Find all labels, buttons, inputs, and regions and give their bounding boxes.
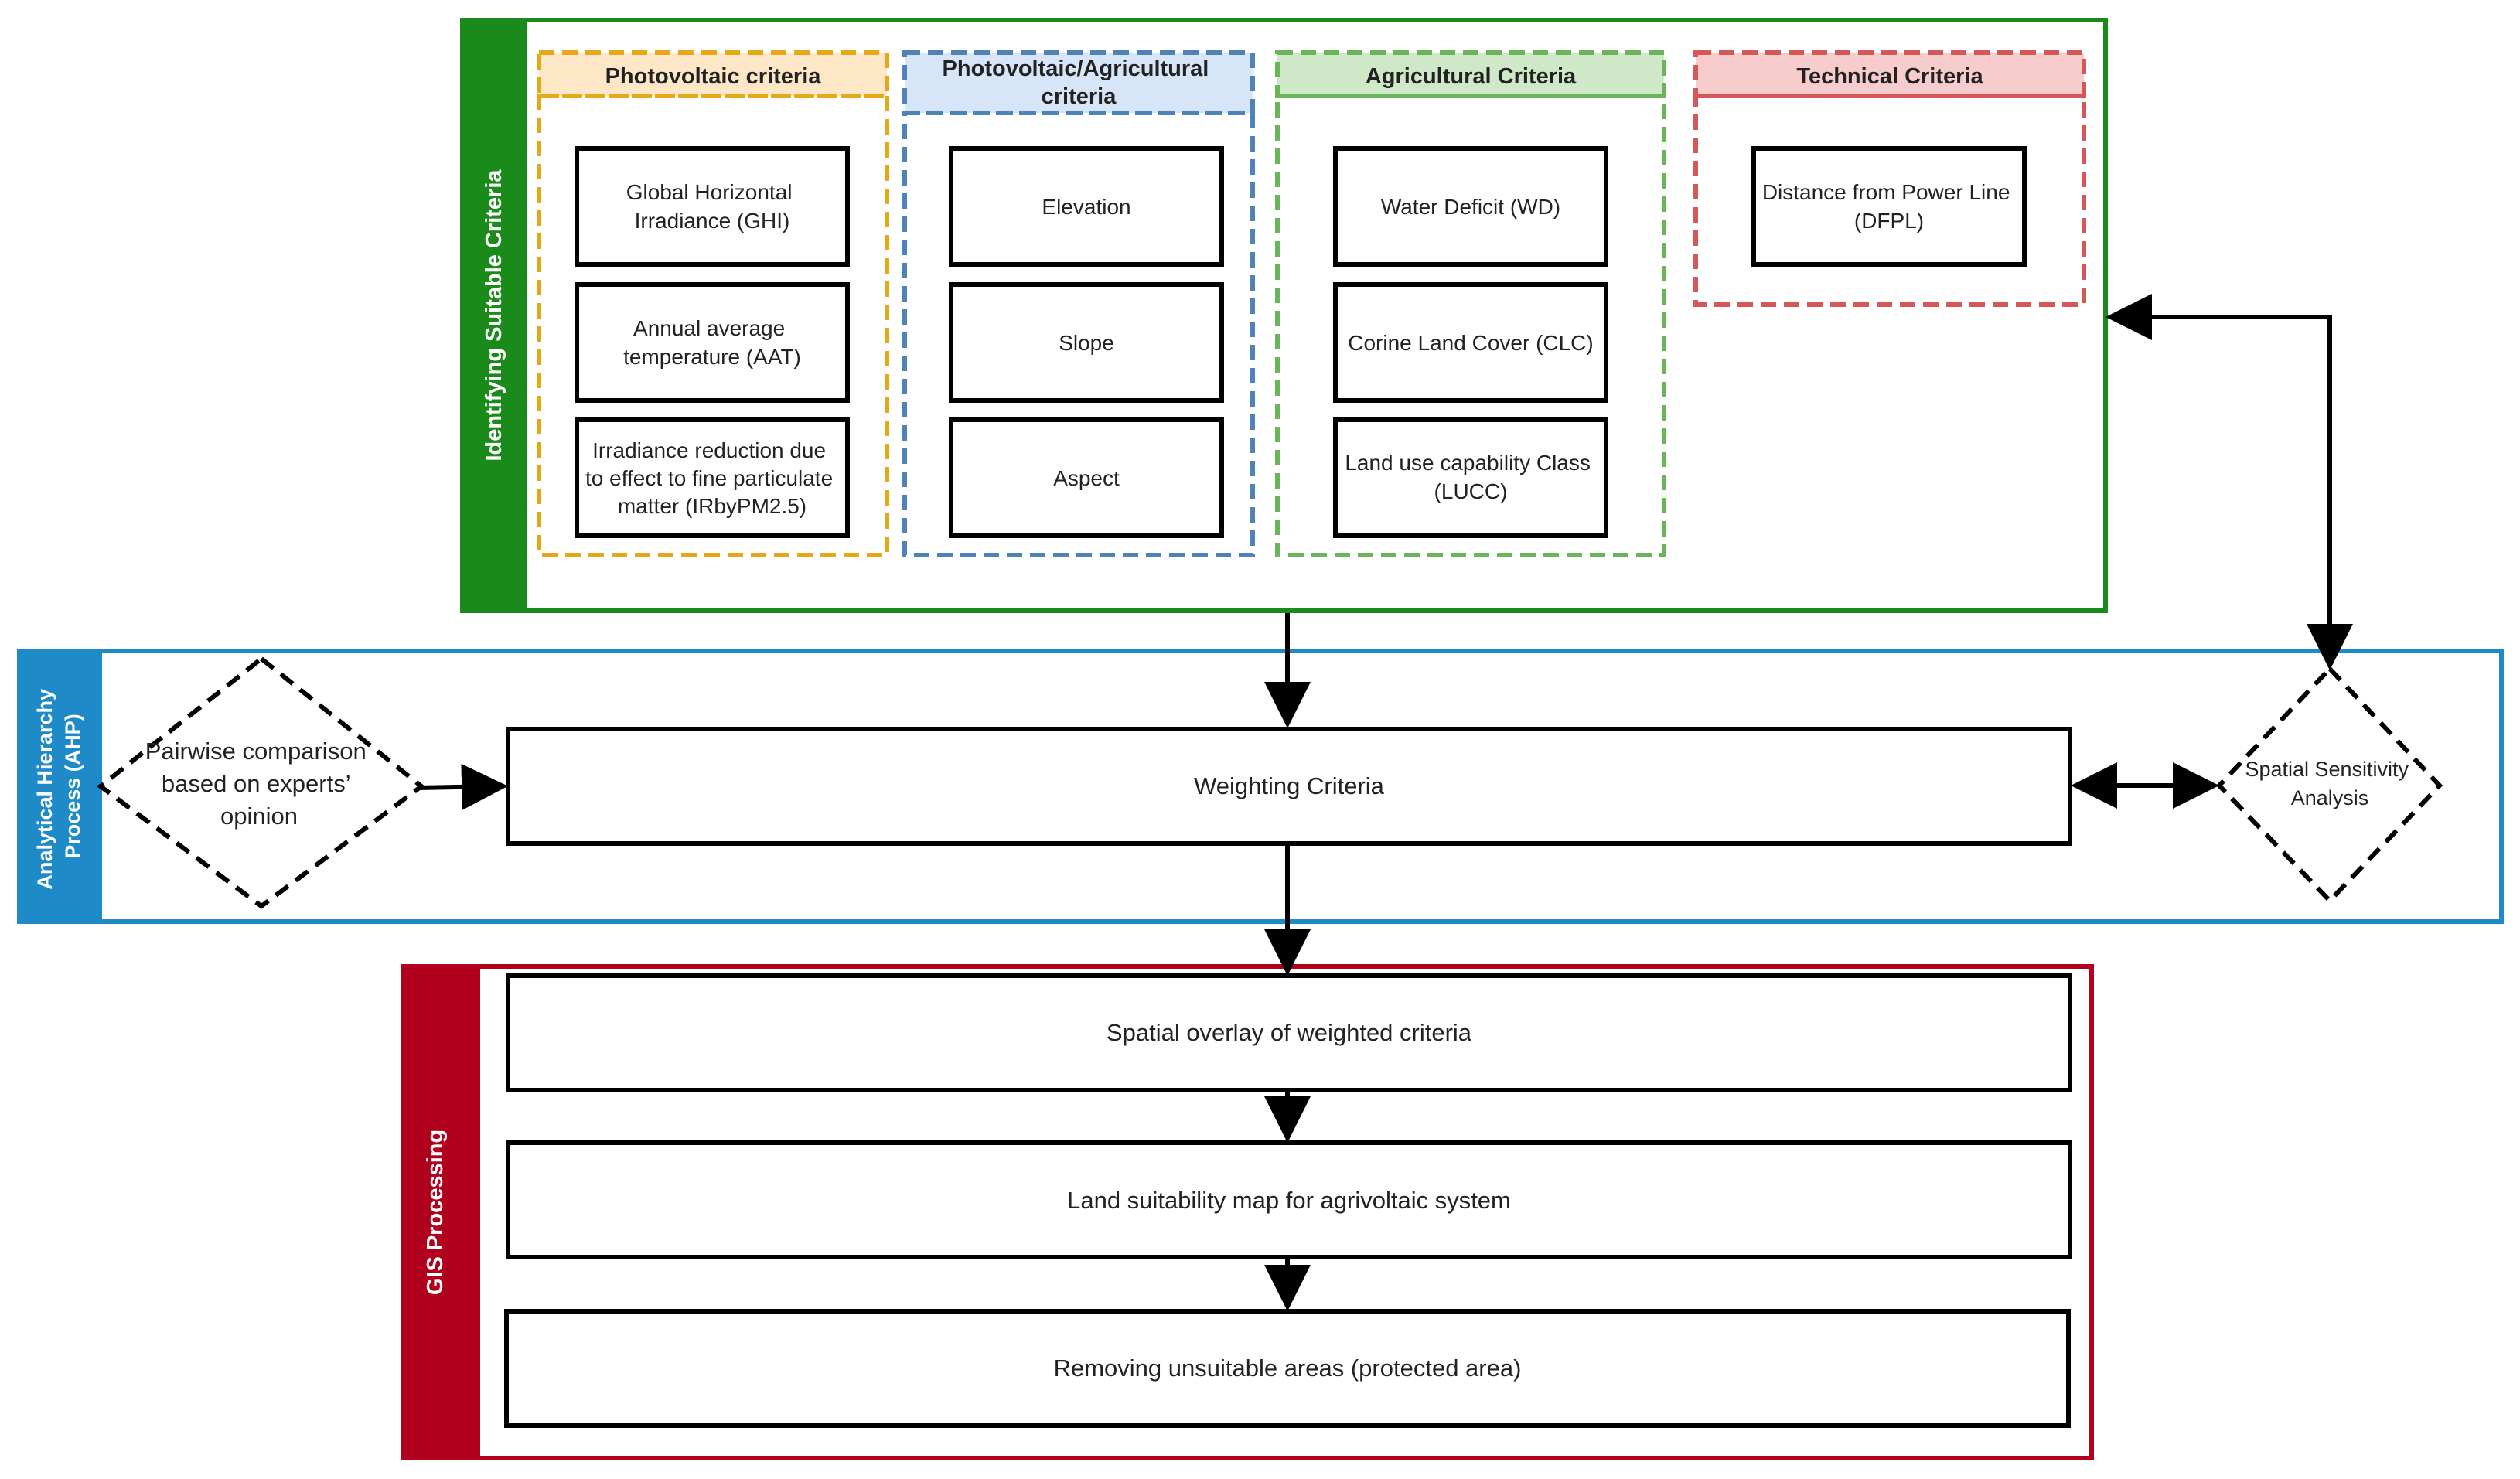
criterion-irbypm: Irradiance reduction due to effect to fi… — [585, 438, 839, 518]
gis-step-suitability: Land suitability map for agrivoltaic sys… — [1067, 1187, 1511, 1214]
gis-step-overlay: Spatial overlay of weighted criteria — [1107, 1019, 1472, 1046]
spatial-sensitivity-diamond — [2215, 665, 2443, 905]
criterion-wd-box — [1333, 146, 1608, 267]
ahp-section: Analytical Hierarchy Process (AHP) Pairw… — [17, 649, 2504, 924]
criterion-lucc: Land use capability Class (LUCC) — [1345, 451, 1596, 503]
criterion-elevation-box — [949, 146, 1224, 267]
criteria-section-band — [460, 18, 527, 613]
gis-step-suitability-box — [506, 1140, 2072, 1259]
criterion-aspect: Aspect — [1053, 466, 1120, 490]
group-technical: Technical Criteria Distance from Power L… — [1693, 50, 2086, 307]
group-photovoltaic-body — [537, 94, 889, 557]
criterion-elevation: Elevation — [1042, 195, 1130, 219]
gis-step-removing-box — [504, 1309, 2071, 1428]
gis-step-removing: Removing unsuitable areas (protected are… — [1054, 1355, 1522, 1382]
group-technical-body — [1693, 94, 2086, 307]
weighting-criteria-box — [506, 727, 2072, 846]
criterion-clc-box — [1333, 282, 1608, 403]
group-pv-agricultural-title: Photovoltaic/Agricultural criteria — [943, 56, 1216, 109]
spatial-sensitivity-text: Spatial Sensitivity Analysis — [2245, 758, 2414, 809]
criterion-dfpl-box — [1751, 146, 2027, 267]
group-photovoltaic-title: Photovoltaic criteria — [605, 64, 822, 89]
arrow-sensitivity-criteria — [2106, 294, 2353, 670]
group-photovoltaic: Photovoltaic criteria Global Horizontal … — [537, 50, 889, 557]
criterion-aat: Annual average temperature (AAT) — [623, 316, 801, 369]
criterion-dfpl: Distance from Power Line (DFPL) — [1762, 180, 2016, 233]
group-agricultural-title: Agricultural Criteria — [1366, 64, 1577, 89]
ahp-section-label: Analytical Hierarchy Process (AHP) — [33, 683, 84, 889]
group-agricultural-body — [1275, 94, 1666, 557]
criterion-clc: Corine Land Cover (CLC) — [1348, 331, 1593, 355]
weighting-criteria-text: Weighting Criteria — [1194, 772, 1385, 799]
criterion-ghi-box — [575, 146, 850, 267]
pairwise-comparison-diamond — [97, 656, 425, 909]
criterion-irbypm-box — [575, 417, 850, 538]
gis-step-overlay-box — [506, 973, 2072, 1092]
connectors — [417, 294, 2353, 1311]
group-pv-agricultural-body — [902, 111, 1255, 557]
group-photovoltaic-header — [537, 50, 889, 98]
group-technical-header — [1693, 50, 2086, 98]
arrow-pairwise-to-weighting — [417, 763, 508, 810]
ahp-section-band — [17, 649, 102, 924]
criterion-ghi: Global Horizontal Irradiance (GHI) — [626, 180, 799, 233]
gis-section-label: GIS Processing — [423, 1130, 448, 1295]
criterion-wd: Water Deficit (WD) — [1381, 195, 1560, 219]
criterion-slope-box — [949, 282, 1224, 403]
group-pv-agricultural: Photovoltaic/Agricultural criteria Eleva… — [902, 50, 1255, 557]
group-agricultural: Agricultural Criteria Water Deficit (WD)… — [1275, 50, 1666, 557]
criterion-slope: Slope — [1059, 331, 1114, 355]
gis-section: GIS Processing Spatial overlay of weight… — [401, 964, 2094, 1460]
criteria-section-label: Identifying Suitable Criteria — [482, 169, 506, 462]
pairwise-comparison-text: Pairwise comparison based on experts’ op… — [145, 738, 373, 830]
group-technical-title: Technical Criteria — [1796, 64, 1983, 89]
criterion-aspect-box — [949, 417, 1224, 538]
gis-section-band — [401, 964, 480, 1460]
criterion-lucc-box — [1333, 417, 1608, 538]
criterion-aat-box — [575, 282, 850, 403]
group-agricultural-header — [1275, 50, 1666, 98]
